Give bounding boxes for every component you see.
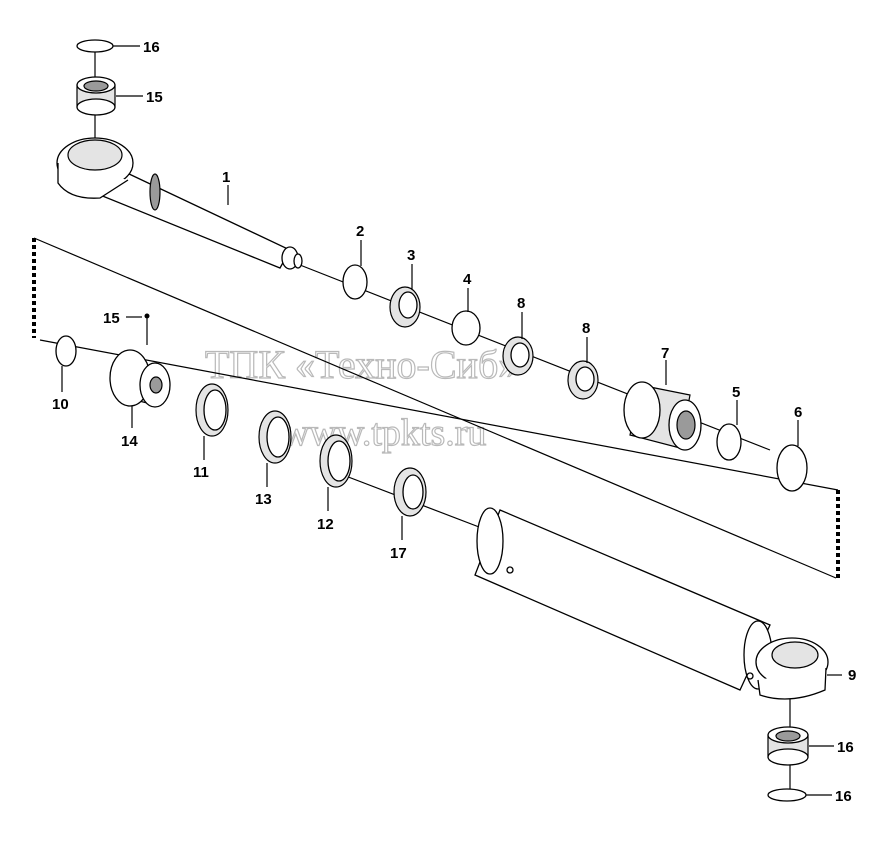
seal-8-upper bbox=[502, 336, 534, 376]
callout-12: 13 bbox=[255, 491, 272, 508]
bushing-top bbox=[76, 76, 116, 116]
seal-5 bbox=[716, 423, 742, 461]
callout-7: 7 bbox=[661, 345, 669, 362]
callout-16-top: 16 bbox=[143, 39, 160, 56]
wiper-3 bbox=[389, 286, 421, 328]
callout-labels: 16 15 1 2 3 4 8 8 7 5 6 15 10 14 11 13 1… bbox=[52, 39, 856, 805]
callout-8-upper: 8 bbox=[517, 295, 525, 312]
callout-16-bottom: 16 bbox=[835, 788, 852, 805]
callout-9: 9 bbox=[848, 667, 856, 684]
leader-lines bbox=[61, 45, 842, 796]
seal-8-lower bbox=[567, 360, 599, 400]
callout-15-top: 15 bbox=[146, 89, 163, 106]
snap-ring-top bbox=[76, 39, 114, 53]
o-ring-10 bbox=[55, 335, 77, 367]
o-ring-2 bbox=[342, 264, 368, 300]
callout-2: 2 bbox=[356, 223, 364, 240]
piston-rod bbox=[56, 137, 303, 270]
bushing-bottom bbox=[767, 726, 809, 766]
watermark-company: ТПК «Техно-Сиб» bbox=[205, 342, 518, 387]
guide-ring-12 bbox=[258, 410, 292, 464]
cylinder-head-7 bbox=[623, 381, 702, 451]
seal-4 bbox=[451, 310, 481, 346]
callout-1: 1 bbox=[222, 169, 230, 186]
snap-ring-bottom bbox=[767, 788, 807, 802]
seal-11-first bbox=[195, 383, 229, 437]
callout-11-first: 11 bbox=[193, 464, 209, 481]
cylinder-tube bbox=[474, 507, 829, 700]
callout-6: 6 bbox=[794, 404, 802, 421]
callout-13: 14 bbox=[121, 433, 138, 450]
callout-5: 5 bbox=[732, 384, 740, 401]
screw-14 bbox=[144, 313, 150, 345]
callout-8-lower: 8 bbox=[582, 320, 590, 337]
callout-10: 10 bbox=[52, 396, 69, 413]
seal-17 bbox=[393, 467, 427, 517]
seal-11-second bbox=[319, 434, 353, 488]
callout-17: 17 bbox=[390, 545, 407, 562]
callout-4: 4 bbox=[463, 271, 472, 288]
assembly-dashed-link bbox=[32, 237, 840, 579]
piston-13 bbox=[109, 349, 171, 408]
callout-14: 15 bbox=[103, 310, 120, 327]
o-ring-6 bbox=[776, 444, 808, 492]
callout-15-bottom: 16 bbox=[837, 739, 854, 756]
callout-11-second: 12 bbox=[317, 516, 334, 533]
watermark-url: www.tpkts.ru bbox=[282, 412, 486, 454]
callout-3: 3 bbox=[407, 247, 415, 264]
